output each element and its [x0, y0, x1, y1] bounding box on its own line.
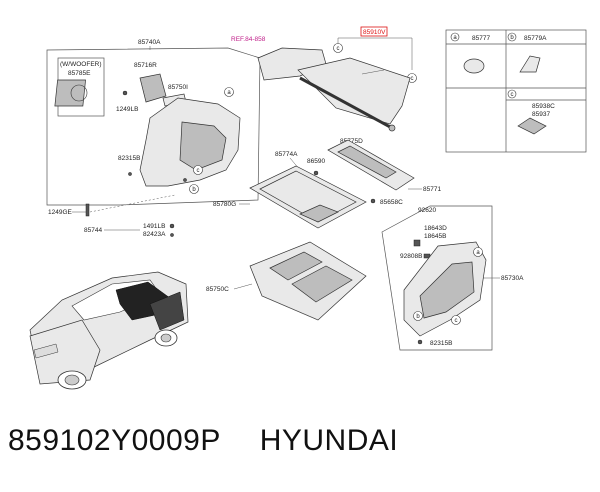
- woofer-speaker-cone: [70, 84, 88, 102]
- part-number: 859102Y0009P: [8, 424, 221, 457]
- svg-text:a: a: [476, 250, 480, 256]
- label-18645B: 18645B: [424, 233, 446, 240]
- vehicle-locator-illustration: [29, 271, 189, 390]
- callout-b-left: [189, 184, 199, 194]
- svg-text:c: c: [411, 76, 414, 82]
- svg-text:c: c: [455, 318, 458, 324]
- left-trim-group-box: [46, 47, 261, 206]
- bolt-1249LB: [122, 90, 128, 96]
- fastener-key-table: [445, 29, 587, 153]
- svg-text:c: c: [197, 168, 200, 174]
- label-1249GE: 1249GE: [48, 209, 73, 216]
- label-85774A: 85774A: [275, 151, 298, 158]
- clip-b-part: [519, 55, 541, 73]
- label-85785E: 85785E: [68, 70, 91, 77]
- svg-text:c: c: [337, 46, 340, 52]
- label-85730A: 85730A: [501, 275, 524, 282]
- label-85716R: 85716R: [134, 62, 157, 69]
- callout-c-left: [193, 165, 203, 175]
- svg-text:b: b: [416, 314, 420, 320]
- screw-1249GE: [85, 203, 90, 217]
- label-ref-84-858: REF.84-858: [231, 36, 266, 43]
- label-85750I: 85750I: [168, 84, 188, 91]
- label-1491LB: 1491LB: [143, 223, 165, 230]
- label-85744: 85744: [84, 227, 102, 234]
- label-82423A: 82423A: [143, 231, 166, 238]
- label-85775D: 85775D: [340, 138, 363, 145]
- label-85750C: 85750C: [206, 286, 229, 293]
- label-1249LB: 1249LB: [116, 106, 138, 113]
- key-label-c1: 85938C: [532, 103, 555, 110]
- key-label-a: 85777: [472, 35, 490, 42]
- clip-c-part: [517, 117, 547, 135]
- key-label-c2: 85937: [532, 111, 550, 118]
- lamp-socket: [413, 239, 421, 247]
- brand-name: HYUNDAI: [259, 424, 399, 457]
- label-85780G: 85780G: [213, 201, 236, 208]
- speaker-box-part: [139, 73, 167, 103]
- label-18643D: 18643D: [424, 225, 447, 232]
- highlight-box: [360, 26, 388, 37]
- svg-text:b: b: [192, 187, 196, 193]
- label-85658C: 85658C: [380, 199, 403, 206]
- label-85771: 85771: [423, 186, 441, 193]
- woofer-grille: [54, 79, 86, 107]
- woofer-label: (W/WOOFER): [60, 61, 102, 68]
- tray-compartment-1: [269, 251, 323, 281]
- label-92808B: 92808B: [400, 253, 422, 260]
- label-82315B-left: 82315B: [118, 155, 140, 162]
- svg-text:a: a: [227, 90, 231, 96]
- right-trim-pocket: [419, 261, 475, 319]
- scuff-plate-inset: [337, 145, 397, 179]
- label-85740A: 85740A: [138, 39, 161, 46]
- key-label-b: 85779A: [524, 35, 547, 42]
- label-85910V: 85910V: [363, 29, 386, 36]
- tray-compartment-2: [291, 265, 353, 303]
- luggage-board-inner: [259, 170, 357, 223]
- callout-a-left: [224, 87, 234, 97]
- left-trim-pocket: [179, 121, 227, 171]
- parts-diagram: (W/WOOFER) 85785E 85740A 85716R 85750I 1…: [29, 26, 587, 390]
- svg-text:c: c: [511, 92, 514, 98]
- part-number-caption: 859102Y0009P HYUNDAI: [8, 424, 598, 470]
- label-92620: 92620: [418, 207, 436, 214]
- label-86590: 86590: [307, 158, 325, 165]
- svg-text:b: b: [510, 35, 514, 41]
- svg-text:a: a: [453, 35, 457, 41]
- luggage-cover-part: [297, 57, 411, 125]
- luggage-board-mat: [299, 204, 339, 223]
- clip-a-part: [463, 58, 485, 74]
- label-82315B-right: 82315B: [430, 340, 452, 347]
- cover-roller: [299, 76, 393, 130]
